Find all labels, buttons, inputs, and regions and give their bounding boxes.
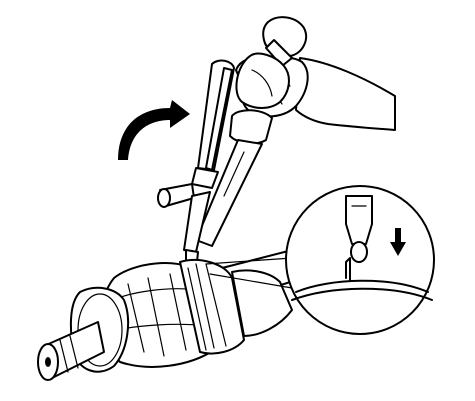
rotation-arrow (118, 100, 190, 160)
down-arrow (390, 228, 406, 256)
boot-clamp (179, 259, 245, 355)
cv-joint-housing (37, 247, 311, 381)
hammer (195, 16, 308, 247)
clamp-pliers (157, 59, 235, 273)
detail-magnifier (205, 185, 435, 335)
